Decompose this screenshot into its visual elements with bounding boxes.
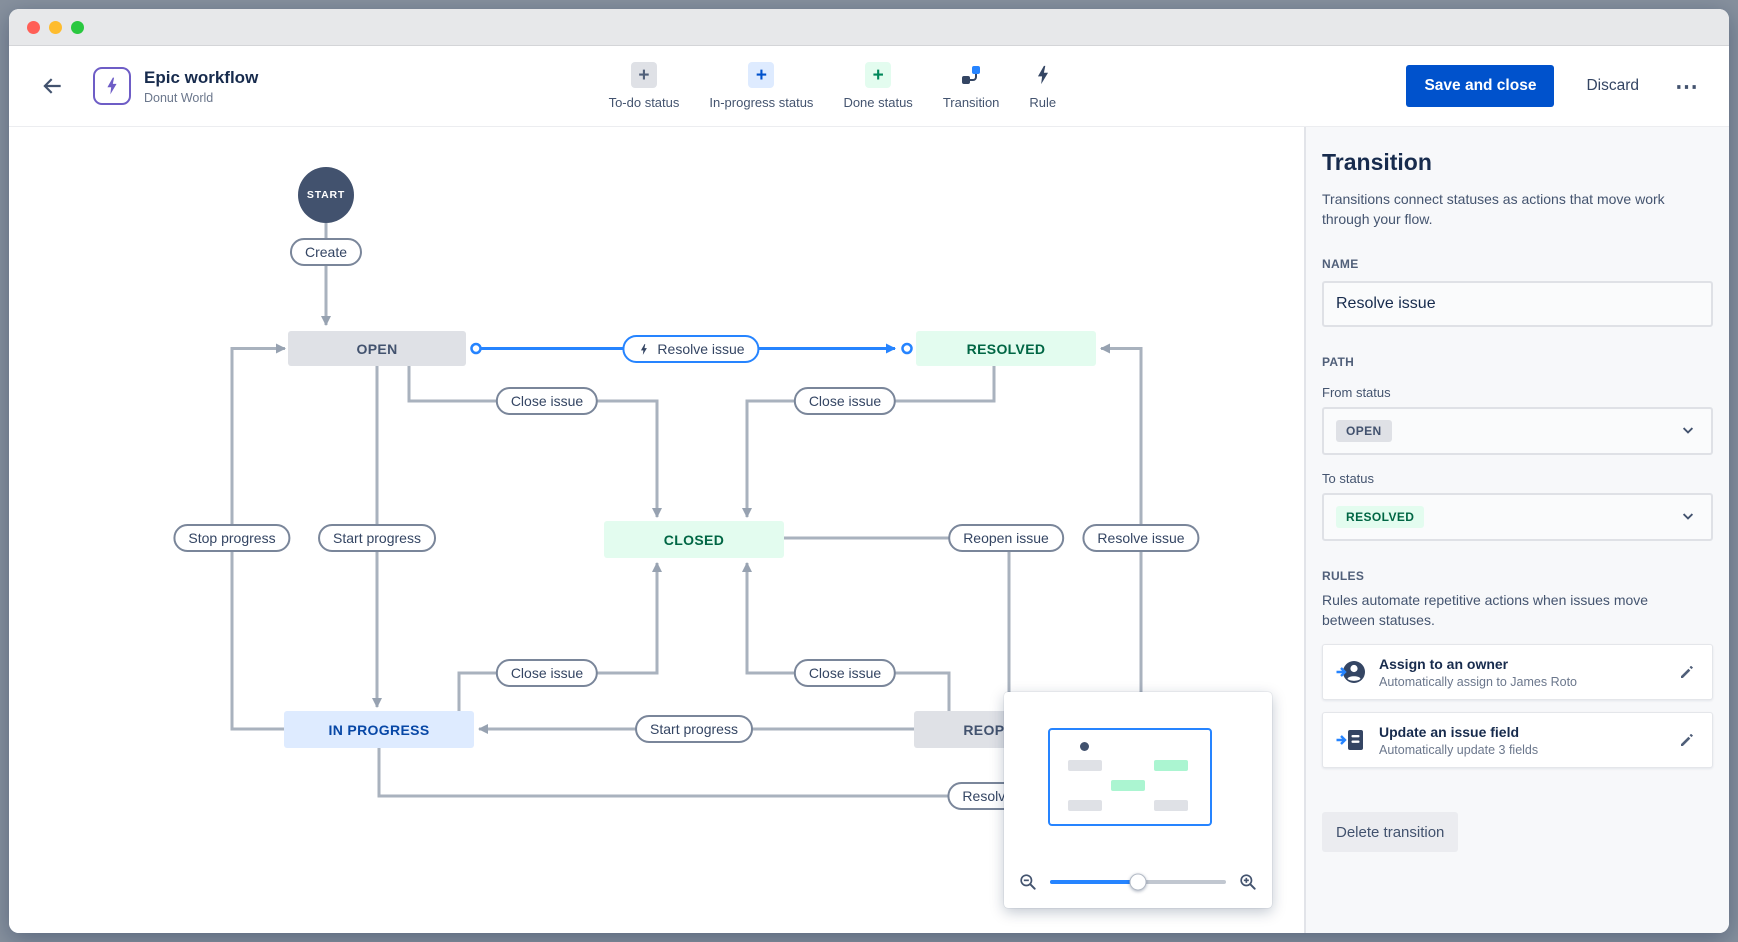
rule-texts: Assign to an owner Automatically assign … (1379, 656, 1577, 689)
transition-pill-resolve-issue-selected[interactable]: Resolve issue (622, 335, 760, 363)
minimap-start-node (1080, 742, 1089, 751)
minimap-panel (1004, 692, 1272, 908)
to-status-label: To status (1322, 471, 1375, 486)
panel-description: Transitions connect statuses as actions … (1322, 191, 1665, 227)
workflow-app-icon (93, 67, 131, 105)
zoom-out-button[interactable] (1018, 872, 1038, 892)
minimap-in-progress-node (1068, 800, 1102, 811)
zoom-controls (1018, 870, 1258, 894)
to-status-select[interactable]: RESOLVED (1322, 493, 1713, 541)
status-node-resolved[interactable]: RESOLVED (916, 331, 1096, 366)
editor-header: Epic workflow Donut World + To-do status… (9, 46, 1729, 127)
rule-title: Update an issue field (1379, 723, 1520, 740)
discard-button[interactable]: Discard (1580, 76, 1645, 96)
transition-pill-start-progress[interactable]: Start progress (318, 524, 436, 552)
transition-pill-close-issue-top-left[interactable]: Close issue (495, 387, 599, 415)
name-field-label: NAME (1322, 257, 1359, 271)
chevron-down-icon (1682, 427, 1694, 434)
editor-main: START OPEN RESOLVED CLOSED IN PROGRESS R… (9, 127, 1729, 933)
add-todo-status-button[interactable]: + To-do status (609, 62, 679, 110)
transition-pill-stop-progress[interactable]: Stop progress (173, 524, 291, 552)
rules-section-label: RULES (1322, 569, 1365, 583)
transition-name-input[interactable] (1322, 281, 1713, 327)
from-status-label: From status (1322, 385, 1391, 400)
transition-pill-close-issue-bottom-left[interactable]: Close issue (495, 659, 599, 687)
page-title: Epic workflow (144, 67, 259, 87)
workflow-canvas[interactable]: START OPEN RESOLVED CLOSED IN PROGRESS R… (9, 127, 1304, 933)
to-status-badge: RESOLVED (1336, 506, 1425, 528)
add-rule-button[interactable]: Rule (1029, 62, 1056, 110)
minimap-reopened-node (1154, 800, 1188, 811)
pencil-icon (1681, 734, 1693, 746)
plus-icon: + (865, 62, 892, 88)
status-node-in-progress[interactable]: IN PROGRESS (284, 711, 474, 748)
arrow-left-icon (43, 78, 61, 94)
transition-pill-resolve-issue-right[interactable]: Resolve issue (1082, 524, 1200, 552)
header-actions: Save and close Discard ⋯ (1406, 65, 1703, 107)
zoom-slider[interactable] (1050, 873, 1226, 891)
rule-title: Assign to an owner (1379, 655, 1509, 672)
rules-description: Rules automate repetitive actions when i… (1322, 592, 1649, 628)
rule-subtitle: Automatically assign to James Roto (1379, 674, 1578, 689)
add-inprogress-status-button[interactable]: + In-progress status (709, 62, 813, 110)
rule-subtitle: Automatically update 3 fields (1379, 742, 1539, 757)
panel-title: Transition (1322, 149, 1432, 175)
title-block: Epic workflow Donut World (144, 68, 258, 105)
transition-pill-create[interactable]: Create (289, 238, 363, 266)
zoom-slider-handle[interactable] (1129, 873, 1147, 891)
edit-rule-button[interactable] (1674, 659, 1700, 685)
close-window-button[interactable] (27, 20, 40, 34)
editor-toolbar: + To-do status + In-progress status + Do… (609, 62, 1056, 110)
lightning-icon (1030, 62, 1056, 88)
minimap-open-node (1068, 760, 1102, 771)
plus-icon: + (630, 62, 657, 88)
add-done-status-button[interactable]: + Done status (843, 62, 913, 110)
project-name: Donut World (144, 90, 214, 105)
zoom-out-icon (1020, 874, 1036, 890)
update-field-icon (1336, 730, 1363, 750)
zoom-in-button[interactable] (1238, 872, 1258, 892)
minimize-window-button[interactable] (49, 20, 62, 34)
transition-pill-reopen-issue[interactable]: Reopen issue (948, 524, 1064, 552)
app-window: Epic workflow Donut World + To-do status… (9, 9, 1729, 933)
plus-icon: + (748, 62, 775, 88)
more-options-button[interactable]: ⋯ (1671, 73, 1703, 100)
rule-card-update-field[interactable]: Update an issue field Automatically upda… (1322, 712, 1713, 768)
status-node-closed[interactable]: CLOSED (604, 521, 784, 558)
minimap-resolved-node (1154, 760, 1188, 771)
path-section-label: PATH (1322, 355, 1355, 369)
fullscreen-window-button[interactable] (71, 20, 84, 34)
pencil-icon (1681, 666, 1693, 678)
transition-pill-close-issue-bottom-right[interactable]: Close issue (793, 659, 897, 687)
lightning-icon (640, 343, 647, 355)
assign-owner-icon (1336, 661, 1365, 683)
from-status-badge: OPEN (1336, 420, 1392, 442)
window-titlebar (9, 9, 1729, 46)
rule-card-assign-owner[interactable]: Assign to an owner Automatically assign … (1322, 644, 1713, 700)
chevron-down-icon (1682, 513, 1694, 520)
add-transition-button[interactable]: Transition (943, 62, 999, 110)
status-node-open[interactable]: OPEN (288, 331, 466, 366)
start-node[interactable]: START (298, 167, 354, 223)
minimap-closed-node (1111, 780, 1145, 791)
delete-transition-button[interactable]: Delete transition (1322, 812, 1459, 852)
minimap-viewport[interactable] (1048, 728, 1212, 826)
transition-pill-start-progress-bottom[interactable]: Start progress (635, 715, 753, 743)
zoom-in-icon (1240, 874, 1256, 890)
back-button[interactable] (35, 69, 69, 103)
transition-inspector-panel: Transition Transitions connect statuses … (1304, 127, 1729, 933)
transition-pill-close-issue-top-right[interactable]: Close issue (793, 387, 897, 415)
rule-texts: Update an issue field Automatically upda… (1379, 724, 1538, 757)
edit-rule-button[interactable] (1674, 727, 1700, 753)
save-and-close-button[interactable]: Save and close (1406, 65, 1555, 107)
zoom-slider-fill (1050, 880, 1138, 884)
lightning-icon (107, 77, 117, 95)
transition-icon (958, 62, 984, 88)
from-status-select[interactable]: OPEN (1322, 407, 1713, 455)
